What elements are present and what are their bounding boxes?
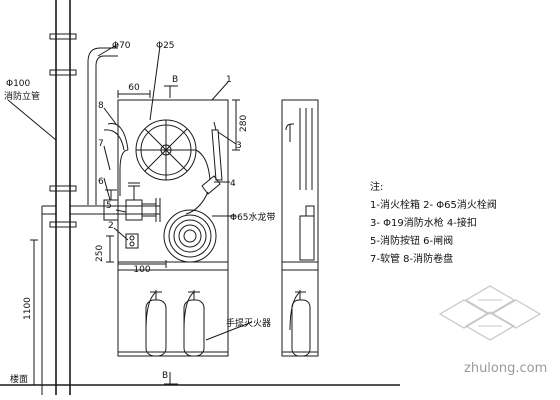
number-8-label: 8 [98,101,104,111]
section-line-top [164,85,178,98]
soft-hose [103,123,129,151]
side-view-cabinet [281,99,319,357]
hose-coupling [185,175,221,215]
extinguisher-right [183,290,205,357]
notes-title: 注: [370,180,383,193]
section-b-top-label: B [172,75,178,85]
extinguisher-label: 手提灭火器 [226,317,271,329]
dim-280-line [232,99,240,151]
notes-line-3: 5-消防按钮 6-闸阀 [370,234,453,247]
number-6-label: 6 [98,177,104,187]
number-5-label: 5 [106,201,112,211]
side-extinguisher [289,290,311,357]
number-4-label: 4 [230,179,236,189]
watermark-text: zhulong.com [464,361,547,376]
section-line-bottom [164,372,178,385]
dim-1100-line [30,239,38,386]
phi25-label: Φ25 [156,41,175,51]
notes-line-2: 3- Φ19消防水枪 4-接扣 [370,216,477,229]
branch-pipe [41,205,160,395]
hose-reel [119,119,211,196]
watermark-logo [438,285,542,341]
dim-250-label: 250 [95,245,105,262]
reel-supply-pipe [87,47,118,205]
dim-250-line [106,235,114,263]
extinguisher-left [145,290,167,357]
riser-name-label: 消防立管 [4,90,40,102]
phi70-label: Φ70 [112,41,131,51]
number-1-label: 1 [226,75,232,85]
notes-line-4: 7-软管 8-消防卷盘 [370,252,453,265]
leader-lines [7,43,253,341]
fire-riser-pipe [49,0,77,395]
number-7-label: 7 [98,139,104,149]
hose-label: Φ65水龙带 [230,211,276,223]
notes-legend: 注: 1-消火栓箱 2- Φ65消火栓阀 3- Φ19消防水枪 4-接扣 5-消… [370,180,497,265]
hydrant-cabinet [117,99,229,357]
number-2-label: 2 [108,221,114,231]
notes-line-1: 1-消火栓箱 2- Φ65消火栓阀 [370,198,497,211]
dim-100-label: 100 [133,265,150,275]
dim-1100-label: 1100 [23,297,33,320]
water-gun [211,121,223,181]
dim-100-line [117,260,167,268]
floor-label: 楼面 [10,373,28,385]
hydrant-valve [125,182,161,222]
dim-60-label: 60 [128,83,140,93]
dim-280-label: 280 [239,115,249,132]
coiled-hose [163,209,217,263]
section-b-bottom-label: B [162,371,168,381]
fire-alarm-button [125,233,139,249]
number-3-label: 3 [236,141,242,151]
dim-60-line [117,90,151,98]
riser-diameter-label: Φ100 [6,79,31,89]
